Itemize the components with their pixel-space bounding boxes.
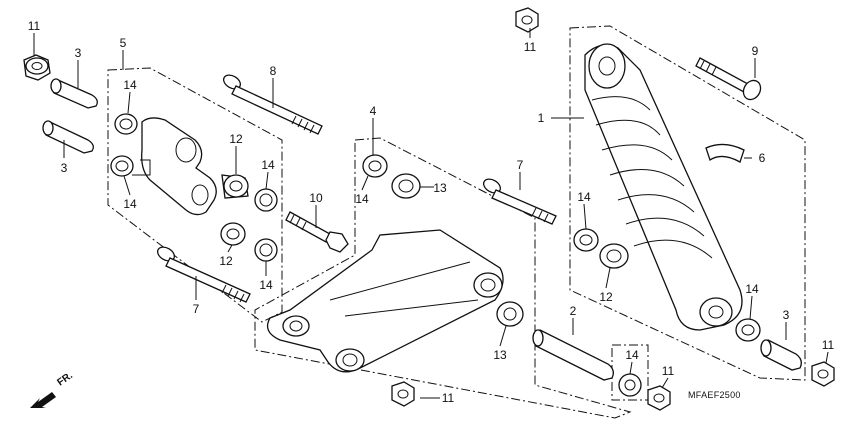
callout-7-left: 7 <box>193 302 200 316</box>
diagram-code: MFAEF2500 <box>688 390 741 400</box>
collar-3-upper <box>50 78 98 109</box>
bushing-14-link-upper <box>114 113 138 135</box>
callout-13-lower: 13 <box>493 348 507 362</box>
bushing-14-right-lower <box>254 238 278 262</box>
cushion-arm-4 <box>266 229 504 373</box>
shock-absorber-1 <box>584 43 743 331</box>
callout-2: 2 <box>570 304 577 318</box>
callout-6: 6 <box>759 151 766 165</box>
callout-3-upper: 3 <box>75 46 82 60</box>
callout-4: 4 <box>370 104 377 118</box>
callout-7-right: 7 <box>517 158 524 172</box>
callout-14-arm: 14 <box>355 192 369 206</box>
callout-14-right-lower: 14 <box>259 278 273 292</box>
collar-3-lower <box>42 120 94 154</box>
bushing-14-right-upper <box>254 188 278 212</box>
bolt-10 <box>285 211 349 253</box>
bearing-12-upper <box>221 174 249 199</box>
bearing-12-shock <box>599 243 629 269</box>
callout-11-top-left: 11 <box>28 19 41 33</box>
collar-3-right <box>760 339 802 371</box>
callout-5: 5 <box>120 36 127 50</box>
bearing-13-lower <box>496 301 524 327</box>
callout-9: 9 <box>752 44 759 58</box>
callout-12-shock: 12 <box>599 290 613 304</box>
callout-14-link-upper: 14 <box>123 78 137 92</box>
bushing-14-arm <box>362 154 388 178</box>
bushing-14-shock-right <box>735 318 761 342</box>
callout-12-lower: 12 <box>219 254 233 268</box>
nut-11-top-left <box>23 54 51 81</box>
bolt-7-left <box>156 246 251 303</box>
leader-lines <box>33 28 829 399</box>
callout-10: 10 <box>309 191 323 205</box>
nut-11-bottom-center <box>391 381 415 407</box>
nut-11-bottom-right <box>647 385 671 411</box>
bearing-12-lower <box>220 222 246 246</box>
callout-3-lower: 3 <box>61 161 68 175</box>
label-6 <box>705 143 745 163</box>
callout-8: 8 <box>270 64 277 78</box>
callout-14-bottom: 14 <box>625 348 639 362</box>
callout-11-top-shock: 11 <box>524 40 537 54</box>
bushing-14-bottom <box>618 373 642 397</box>
callout-1: 1 <box>538 111 545 125</box>
collar-2 <box>532 329 614 381</box>
bushing-14-link-lower <box>110 155 134 177</box>
callout-11-bottom-center: 11 <box>442 391 455 405</box>
callout-14-shock-right: 14 <box>745 282 759 296</box>
link-body-5 <box>132 117 217 216</box>
bushing-14-shock-left <box>573 228 599 252</box>
nut-11-top-shock <box>515 7 539 33</box>
callout-11-bottom-right: 11 <box>662 364 675 378</box>
bolt-9 <box>695 57 762 101</box>
bolt-8 <box>222 74 323 135</box>
direction-label: FR. <box>55 370 75 388</box>
callout-14-shock-left: 14 <box>577 190 591 204</box>
bearing-13-arm <box>391 173 421 199</box>
front-direction-arrow-icon <box>30 392 56 408</box>
callout-14-link-lower: 14 <box>123 197 137 211</box>
nut-11-far-right <box>811 361 835 387</box>
bolt-7-right <box>482 178 557 225</box>
callout-14-right-upper: 14 <box>261 158 275 172</box>
callout-3-right: 3 <box>783 308 790 322</box>
assembly-outline-link-5 <box>107 67 283 323</box>
callout-13-arm: 13 <box>433 181 447 195</box>
assembly-outline-shock-1 <box>569 25 806 381</box>
callout-12-upper: 12 <box>229 132 243 146</box>
callout-11-far-right: 11 <box>822 338 835 352</box>
